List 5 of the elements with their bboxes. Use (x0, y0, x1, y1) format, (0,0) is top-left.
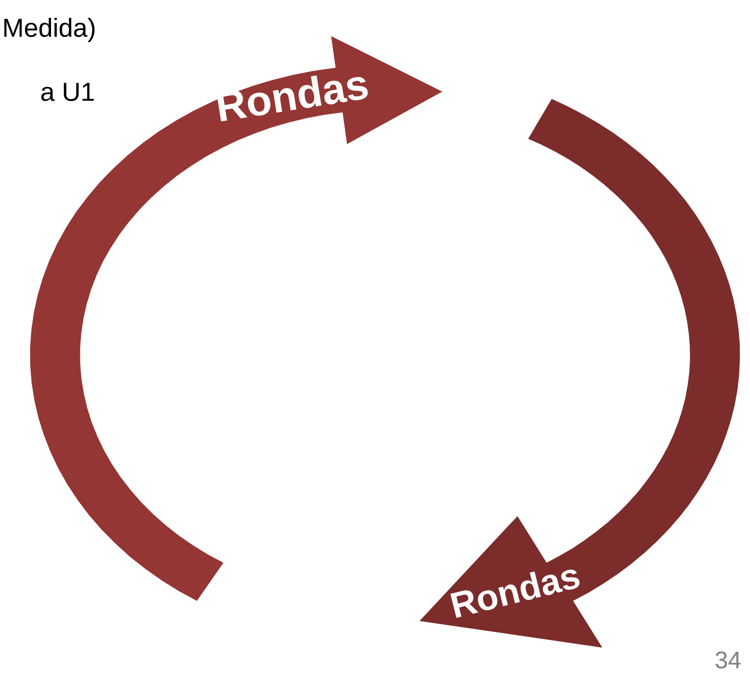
arrow-label: Rondas (450, 570, 580, 618)
slide-text: Medida) (4, 18, 94, 42)
slide-text: a U1 (41, 82, 94, 102)
arrow-label: Rondas (216, 75, 368, 122)
page-number: 34 (716, 652, 741, 668)
